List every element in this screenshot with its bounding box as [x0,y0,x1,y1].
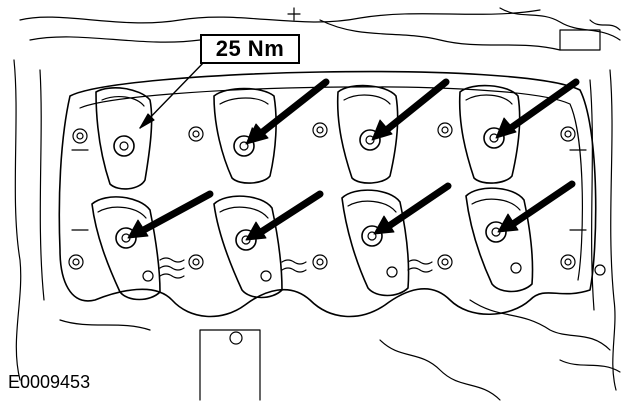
rocker-arm-bottom-2 [213,195,283,299]
valve-springs [159,257,433,279]
bolt-arrows [127,78,580,241]
rocker-arm-top-4 [458,84,521,184]
rocker-arm-bottom-3 [341,189,410,297]
cylinder-head-outline [58,70,597,318]
head-bolt-holes [68,122,576,270]
figure-id: E0009453 [8,372,91,392]
rocker-arm-bottom-1 [91,196,161,301]
callout-leader-line [139,59,207,129]
torque-callout-label: 25 Nm [200,34,300,64]
engine-background-lines [13,7,621,401]
rocker-arm-bottom-4 [465,187,534,293]
rocker-arm-top-1 [95,87,153,190]
rocker-arm-top-3 [336,84,399,184]
rocker-arm-top-2 [213,87,277,184]
